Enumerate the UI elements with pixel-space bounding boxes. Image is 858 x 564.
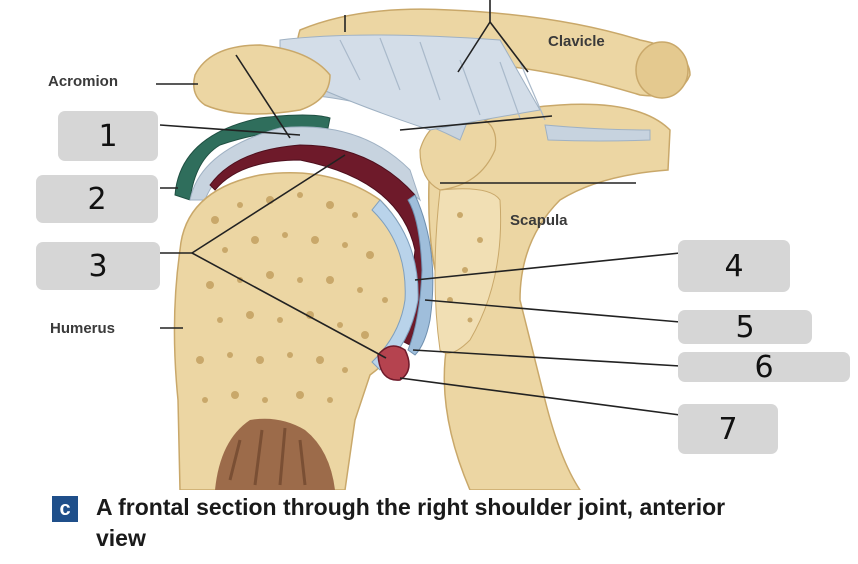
answer-box-2[interactable]: 2 [36,175,158,223]
label-scapula: Scapula [510,212,568,229]
answer-box-3[interactable]: 3 [36,242,160,290]
acromion-bone [193,44,331,115]
caption-text: A frontal section through the right shou… [96,494,726,551]
coracoacromial-ligament [279,34,541,131]
answer-box-5[interactable]: 5 [678,310,812,345]
articular-cartilage [371,199,419,371]
subacromial-bursa [174,114,331,201]
glenoid-cartilage [407,194,434,356]
answer-box-6[interactable]: 6 [678,350,850,385]
medullary-texture [228,427,307,486]
clavicle-end [635,41,689,99]
ligament-fibers [339,37,546,121]
answer-box-7[interactable]: 7 [678,404,778,454]
answer-box-4[interactable]: 4 [678,240,790,292]
answer-box-1[interactable]: 1 [58,111,158,161]
inferior-recess [377,345,410,381]
capsule-ligament [544,124,651,142]
label-clavicle: Clavicle [548,33,605,50]
label-humerus: Humerus [50,320,116,337]
leader-lines [156,0,681,416]
label-acromion: Acromion [48,73,119,90]
shoulder-joint-diagram [156,0,691,490]
caption-badge: c [52,496,78,522]
